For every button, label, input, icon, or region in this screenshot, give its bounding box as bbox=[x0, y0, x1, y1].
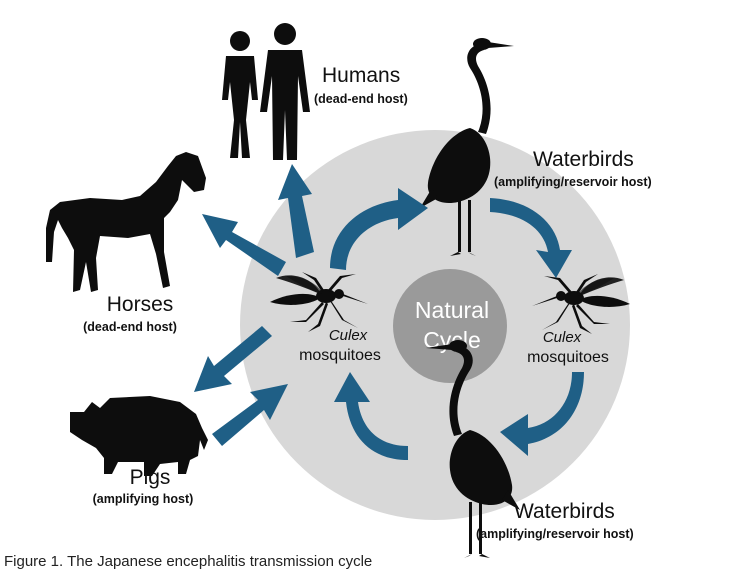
horses-role: (dead-end host) bbox=[83, 320, 177, 334]
humans-icon bbox=[222, 23, 310, 160]
waterbirds-bottom-role: (amplifying/reservoir host) bbox=[476, 527, 634, 541]
arrow-mosquito-to-heron-top bbox=[330, 188, 428, 270]
waterbirds-top-role: (amplifying/reservoir host) bbox=[494, 175, 652, 189]
pigs-role: (amplifying host) bbox=[93, 492, 194, 506]
mosquito-right-label: mosquitoes bbox=[527, 349, 609, 366]
humans-role: (dead-end host) bbox=[314, 92, 408, 106]
arrow-pigs-to-mosquito bbox=[212, 384, 288, 446]
pig-icon bbox=[70, 396, 208, 476]
arrow-mosquito-right-to-heron-bottom bbox=[500, 372, 584, 456]
waterbirds-bottom-label: Waterbirds bbox=[514, 500, 615, 523]
arrow-heron-bottom-to-mosquito-left bbox=[334, 372, 408, 460]
center-label-natural: Natural bbox=[415, 297, 489, 323]
mosquito-right-genus: Culex bbox=[543, 329, 582, 346]
arrow-mosquito-to-humans bbox=[278, 164, 314, 258]
horse-icon bbox=[46, 152, 206, 292]
pigs-label: Pigs bbox=[130, 466, 171, 489]
center-circle bbox=[393, 269, 507, 383]
arrow-heron-top-to-mosquito-right bbox=[490, 198, 572, 278]
horses-label: Horses bbox=[107, 293, 174, 316]
humans-label: Humans bbox=[322, 64, 400, 87]
mosquito-left-genus: Culex bbox=[329, 327, 368, 344]
waterbirds-top-label: Waterbirds bbox=[533, 148, 634, 171]
arrow-mosquito-to-horses bbox=[202, 214, 286, 276]
figure-caption: Figure 1. The Japanese encephalitis tran… bbox=[4, 553, 373, 570]
arrow-mosquito-to-pigs bbox=[194, 326, 272, 392]
mosquito-left-label: mosquitoes bbox=[299, 347, 381, 364]
